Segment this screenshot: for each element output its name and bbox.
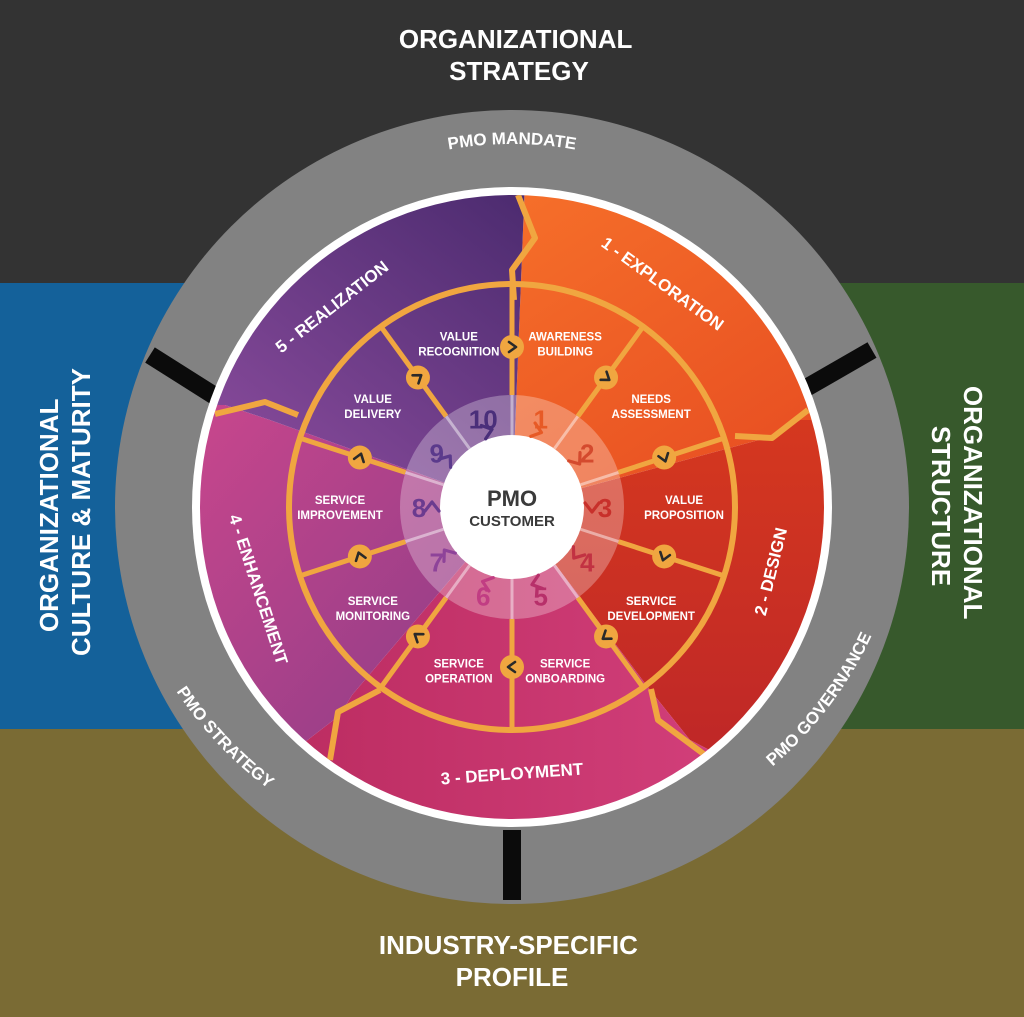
center-disc	[440, 435, 584, 579]
numbered-ring-spoke	[580, 470, 619, 487]
center-chevron-icon	[479, 423, 494, 441]
chevron-icon	[599, 370, 611, 382]
chevron-icon	[352, 452, 365, 464]
context-right-label: ORGANIZATIONAL STRUCTURE	[926, 386, 988, 626]
step-marker	[347, 445, 372, 470]
numbered-ring-spoke	[444, 564, 471, 599]
step-number: 9	[430, 438, 444, 468]
context-left-label: ORGANIZATIONAL CULTURE & MATURITY	[34, 368, 96, 656]
numbered-ring-spoke	[405, 527, 444, 544]
step-number: 7	[430, 548, 444, 578]
step-marker	[652, 544, 677, 569]
center-chevron-icon	[530, 573, 545, 591]
step-marker	[594, 365, 619, 390]
context-top-label: ORGANIZATIONAL STRATEGY	[399, 24, 639, 86]
center-chevron-icon	[480, 576, 495, 593]
step-number: 2	[580, 438, 594, 468]
chevron-icon	[657, 451, 670, 463]
step-markers	[347, 335, 677, 679]
chevron-icon	[507, 340, 518, 354]
step-number: 6	[476, 581, 490, 611]
center-chevron-icon	[437, 454, 453, 469]
center-pmo-label: PMO	[487, 486, 537, 511]
center-customer-label: CUSTOMER	[469, 513, 555, 530]
step-number: 5	[534, 581, 548, 611]
numbered-ring-spoke	[444, 415, 471, 450]
step-number: 8	[412, 493, 426, 523]
chevron-icon	[411, 373, 423, 385]
center-chevron-icon	[571, 545, 587, 560]
numbered-ring-spokes	[405, 395, 619, 619]
numbered-ring-spoke	[580, 527, 619, 544]
center-chevron-icon	[423, 500, 441, 513]
numbered-ring-spoke	[553, 415, 580, 450]
chevron-icon	[506, 660, 517, 674]
center-arrows	[423, 421, 601, 593]
phase-sector-exploration	[512, 195, 824, 507]
step-marker	[347, 544, 372, 569]
step-marker	[594, 624, 619, 649]
center-chevron-icon	[442, 548, 457, 563]
step-marker	[405, 624, 430, 649]
chevron-icon	[354, 551, 367, 563]
step-number: 4	[580, 548, 595, 578]
step-marker	[500, 335, 524, 359]
numbered-ring-spoke	[405, 470, 444, 487]
chevron-icon	[659, 550, 672, 562]
center-chevron-icon	[529, 421, 544, 438]
center-chevron-icon	[583, 501, 601, 514]
numbered-ring-spoke	[553, 564, 580, 599]
chevron-icon	[601, 629, 613, 641]
ring-dividers	[145, 342, 877, 900]
step-marker	[652, 445, 677, 470]
step-marker	[405, 365, 430, 390]
chevron-icon	[413, 632, 425, 644]
step-marker	[500, 655, 524, 679]
center-chevron-icon	[567, 451, 582, 466]
phase-sector-design	[512, 420, 824, 819]
step-number: 3	[598, 493, 612, 523]
context-bottom-label: INDUSTRY-SPECIFIC PROFILE	[379, 930, 645, 992]
